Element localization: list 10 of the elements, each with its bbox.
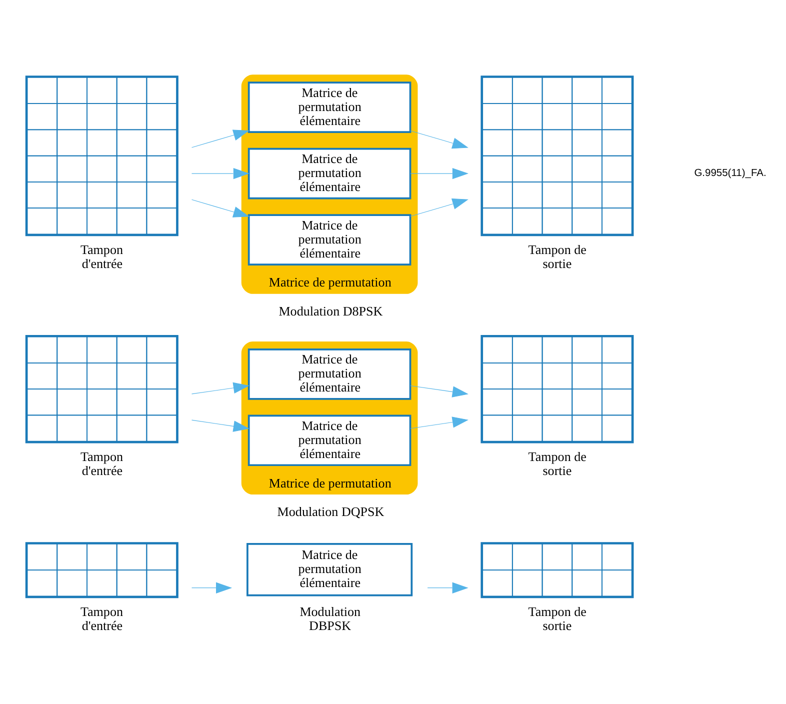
- node-label: Tampon de sortie: [528, 449, 586, 478]
- node-label: Tampon d'entrée: [80, 604, 124, 633]
- node-label: Modulation DBPSK: [300, 604, 361, 633]
- node-label: Tampon de sortie: [528, 242, 586, 271]
- node-label: Tampon de sortie: [528, 604, 586, 633]
- node-label: Tampon d'entrée: [80, 449, 124, 478]
- node-label: Tampon d'entrée: [80, 242, 124, 271]
- node-label: Modulation D8PSK: [278, 304, 383, 319]
- node-label: Modulation DQPSK: [277, 504, 384, 520]
- label: G.9955(11)_FA.: [694, 168, 766, 180]
